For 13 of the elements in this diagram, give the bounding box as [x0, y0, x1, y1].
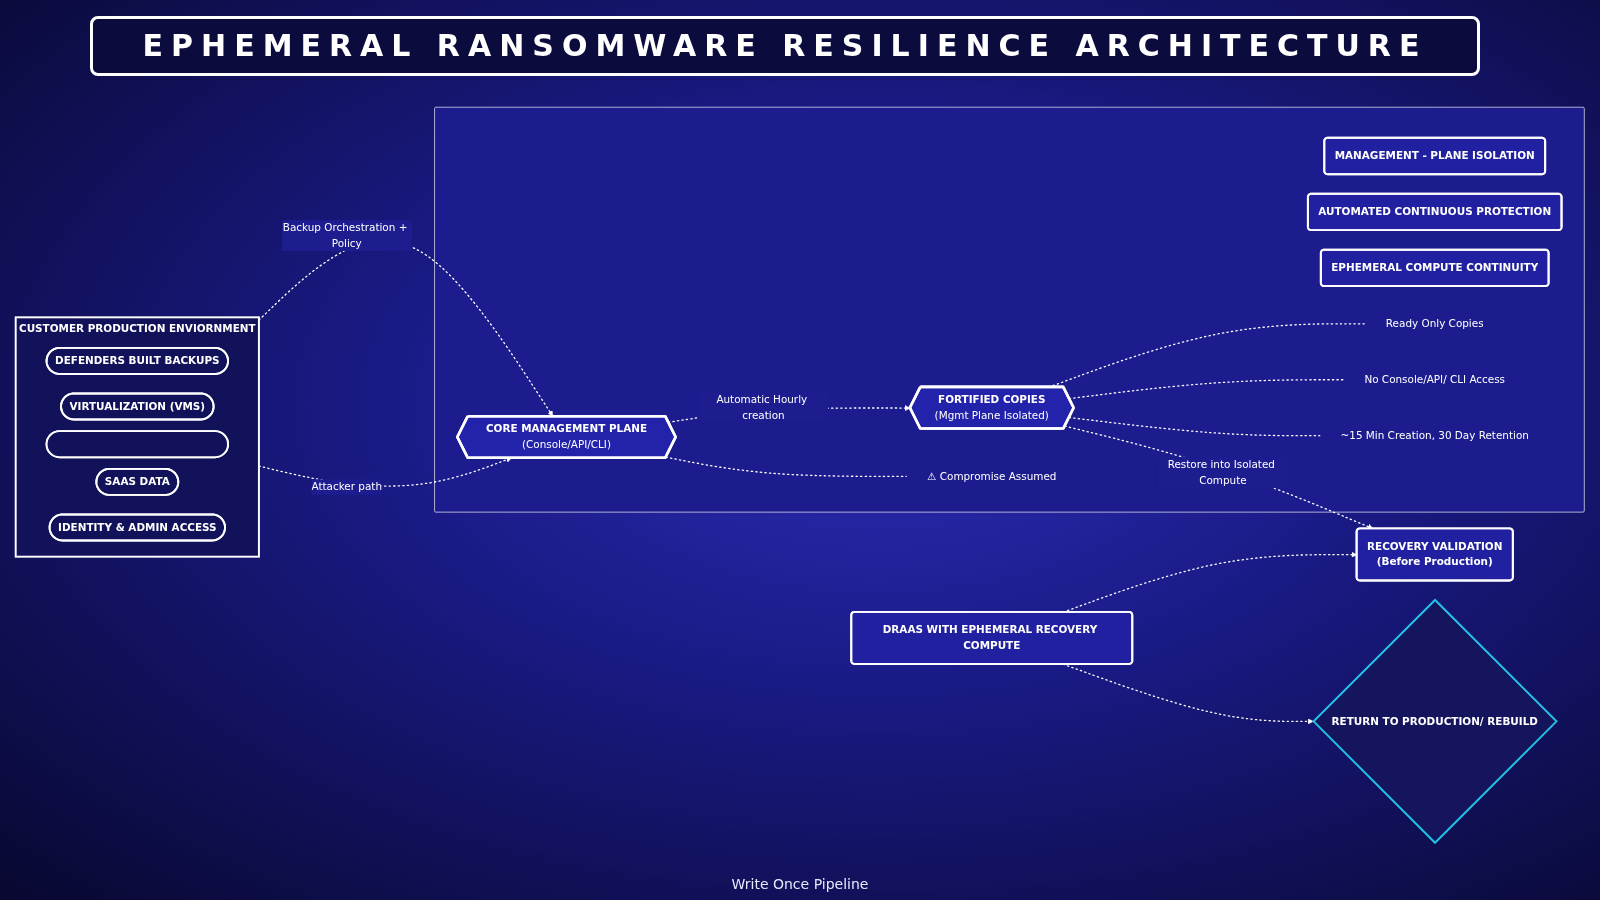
edge-label: Attacker path	[311, 480, 382, 493]
node-text: ⚠ Compromise Assumed	[927, 469, 1057, 483]
diagram-title: EPHEMERAL RANSOMWARE RESILIENCE ARCHITECTURE	[90, 16, 1480, 76]
edge-label: Automatic Hourly creation	[716, 393, 808, 422]
node-text: ~15 Min Creation, 30 Day Retention	[1340, 429, 1529, 442]
cluster	[434, 106, 1585, 513]
node-text: No Console/API/ CLI Access	[1364, 373, 1506, 386]
connector	[665, 456, 907, 477]
edge-label: Backup Orchestration + Policy	[282, 221, 408, 250]
note-text: Write Once Pipeline	[730, 875, 870, 894]
node-diamond: RETURN TO PRODUCTION/ REBUILD	[1312, 598, 1558, 845]
node-text: Ready Only Copies	[1385, 317, 1484, 330]
edge-label: Restore into Isolated Compute	[1167, 458, 1275, 487]
